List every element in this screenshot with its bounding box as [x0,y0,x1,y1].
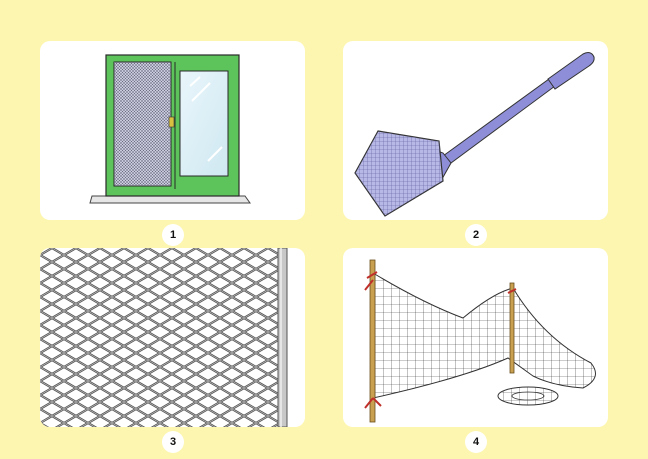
window-with-screen-icon [89,54,251,204]
panel-number-2: 2 [465,224,487,246]
panel-number-4: 4 [465,431,487,453]
panel-window-screen [40,41,305,220]
fishing-net-icon [364,259,596,423]
panel-number-1: 1 [162,224,184,246]
wire-mesh-icon [40,248,288,427]
panel-wire-mesh [40,248,305,427]
panel-fly-swatter [343,41,608,220]
fly-swatter-icon [354,52,595,217]
panel-number-3: 3 [162,431,184,453]
panel-fishing-net [343,248,608,427]
